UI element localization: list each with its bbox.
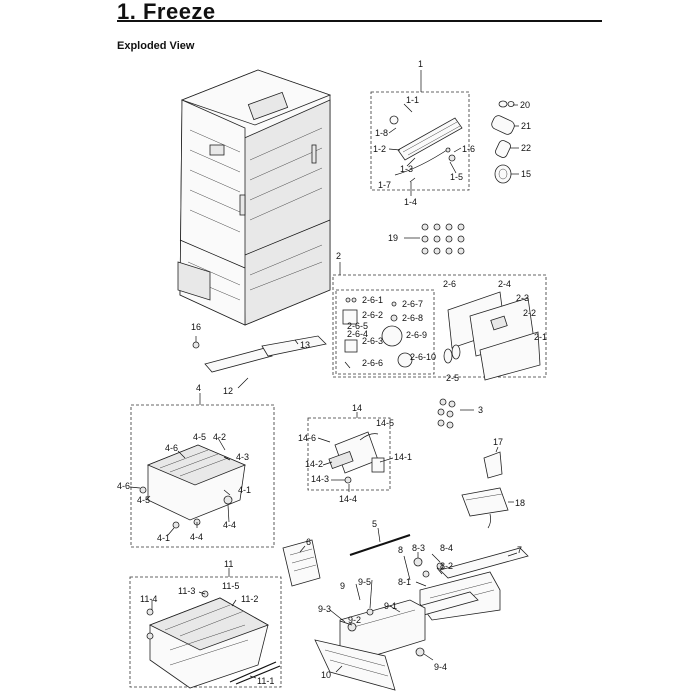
callout-22: 22 <box>521 143 531 153</box>
callout-2: 2 <box>336 251 341 261</box>
module-18 <box>461 487 514 529</box>
part-group-4 <box>130 393 275 548</box>
callout-16: 16 <box>191 322 201 332</box>
callout-2-6-8: 2-6-8 <box>402 313 423 323</box>
callout-1-7: 1-7 <box>378 180 391 190</box>
callout-4-1-right: 4-1 <box>238 485 251 495</box>
callout-6: 6 <box>306 537 311 547</box>
callout-14-1: 14-1 <box>394 452 412 462</box>
cover-6 <box>282 539 321 587</box>
callout-4-5-left: 4-5 <box>137 495 150 505</box>
callout-1-3: 1-3 <box>400 164 413 174</box>
callout-1-5: 1-5 <box>450 172 463 182</box>
callout-11: 11 <box>224 559 233 569</box>
part-group-1 <box>370 70 470 196</box>
part-group-11 <box>129 568 282 689</box>
callout-2-6-4: 2-6-4 <box>347 329 368 339</box>
callout-8-2: 8-2 <box>440 561 453 571</box>
callout-2-5: 2-5 <box>446 373 459 383</box>
callout-14-4: 14-4 <box>339 494 357 504</box>
callout-13: 13 <box>300 340 310 350</box>
callout-11-3: 11-3 <box>178 586 195 596</box>
callout-4-6-top: 4-6 <box>165 443 178 453</box>
callout-21: 21 <box>521 121 531 131</box>
callout-4-3: 4-3 <box>236 452 249 462</box>
callout-7: 7 <box>517 545 522 555</box>
callout-2-6-3: 2-6-3 <box>362 336 383 346</box>
callout-9-1: 9-1 <box>384 601 397 611</box>
callout-14-5: 14-5 <box>376 418 394 428</box>
callout-3: 3 <box>478 405 483 415</box>
bracket-17 <box>483 446 503 479</box>
callout-2-6-7: 2-6-7 <box>402 299 423 309</box>
callout-4: 4 <box>196 383 201 393</box>
callout-20: 20 <box>520 100 530 110</box>
title-rule <box>117 20 602 22</box>
callout-14: 14 <box>352 403 362 413</box>
callout-1-8: 1-8 <box>375 128 388 138</box>
callout-2-6-9: 2-6-9 <box>406 330 427 340</box>
callout-9-4: 9-4 <box>434 662 447 672</box>
callout-10: 10 <box>321 670 331 680</box>
callout-2-6-5: 2-6-5 <box>347 321 368 331</box>
callout-1: 1 <box>418 59 423 69</box>
callout-5: 5 <box>372 519 377 529</box>
clips-3 <box>437 398 474 429</box>
callout-18: 18 <box>515 498 525 508</box>
callout-8-1: 8-1 <box>398 577 411 587</box>
rails-12-13 <box>192 335 327 389</box>
callout-2-6-6: 2-6-6 <box>362 358 383 368</box>
callout-17: 17 <box>493 437 503 447</box>
callout-1-6: 1-6 <box>462 144 475 154</box>
callout-15: 15 <box>521 169 531 179</box>
part-group-2 <box>332 262 547 381</box>
callout-9: 9 <box>340 581 345 591</box>
callout-2-6-10: 2-6-10 <box>410 352 436 362</box>
callout-2-6-1: 2-6-1 <box>362 295 383 305</box>
callout-9-3: 9-3 <box>318 604 331 614</box>
callout-2-1: 2-1 <box>534 332 547 342</box>
callout-11-4: 11-4 <box>140 594 157 604</box>
callout-14-2: 14-2 <box>305 459 323 469</box>
screws-19 <box>404 223 465 255</box>
callout-8-3: 8-3 <box>412 543 425 553</box>
callout-14-3: 14-3 <box>311 474 329 484</box>
callout-9-5: 9-5 <box>358 577 371 587</box>
callout-4-6-left: 4-6 <box>117 481 130 491</box>
callout-2-6-2: 2-6-2 <box>362 310 383 320</box>
callout-4-2: 4-2 <box>213 432 226 442</box>
callout-2-4: 2-4 <box>498 279 511 289</box>
callout-1-4: 1-4 <box>404 197 417 207</box>
callout-12: 12 <box>223 386 233 396</box>
leader-lines <box>129 437 518 679</box>
rails-7-8-9-10 <box>314 547 529 691</box>
rod-5 <box>349 527 411 556</box>
callout-2-2: 2-2 <box>523 308 536 318</box>
callout-labels: 1 1-1 1-8 1-2 1-3 1-6 1-5 1-7 1-4 20 21 … <box>117 59 547 686</box>
cabinet-body <box>177 69 332 326</box>
callout-4-4-bottom: 4-4 <box>190 532 203 542</box>
callout-9-2: 9-2 <box>348 615 361 625</box>
callout-4-1-bottom: 4-1 <box>157 533 170 543</box>
callout-8-4: 8-4 <box>440 543 453 553</box>
callout-1-2: 1-2 <box>373 144 386 154</box>
callout-4-5-top: 4-5 <box>193 432 206 442</box>
callout-8: 8 <box>398 545 403 555</box>
fittings <box>491 100 519 184</box>
callout-11-1: 11-1 <box>257 676 274 686</box>
callout-1-1: 1-1 <box>406 95 419 105</box>
callout-2-6: 2-6 <box>443 279 456 289</box>
section-subtitle: Exploded View <box>117 40 195 52</box>
callout-2-3: 2-3 <box>516 293 529 303</box>
callout-11-2: 11-2 <box>241 594 258 604</box>
callout-14-6: 14-6 <box>298 433 316 443</box>
callout-4-4-right: 4-4 <box>223 520 236 530</box>
callout-19: 19 <box>388 233 398 243</box>
callout-11-5: 11-5 <box>222 581 239 591</box>
